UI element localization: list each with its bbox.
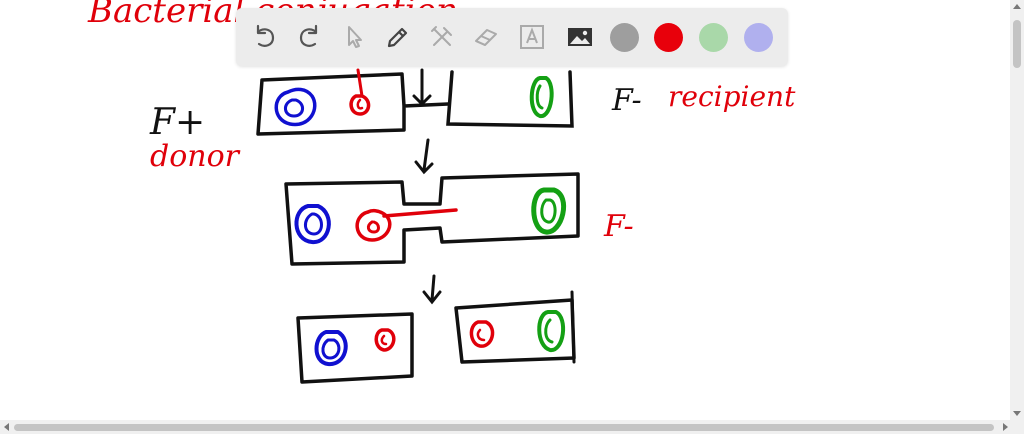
pencil-icon: [387, 27, 408, 48]
image-icon: [568, 28, 592, 46]
pointer-icon: [348, 26, 362, 48]
select-button[interactable]: [336, 19, 372, 55]
color-swatch-gray[interactable]: [610, 23, 639, 52]
text-icon: [520, 25, 544, 49]
arrow-down-3: [422, 274, 442, 305]
vertical-scroll-thumb[interactable]: [1013, 20, 1021, 68]
donor-cell-bottom: [296, 312, 414, 384]
label-donor: donor: [150, 139, 241, 174]
undo-button[interactable]: [246, 19, 282, 55]
redo-button[interactable]: [292, 19, 328, 55]
redo-icon: [299, 24, 318, 47]
label-recipient: recipient: [668, 80, 796, 113]
arrow-down-2: [414, 138, 434, 175]
donor-cell-top: [256, 68, 450, 136]
recipient-cell-bottom: [454, 290, 576, 364]
horizontal-scroll-thumb[interactable]: [14, 424, 994, 431]
conjugation-pair-middle: [284, 172, 580, 266]
eraser-icon: [475, 29, 497, 46]
label-f-minus-top: F-: [611, 83, 642, 118]
color-swatch-red[interactable]: [654, 23, 683, 52]
scroll-left-arrow-icon[interactable]: [2, 422, 12, 432]
vertical-scrollbar[interactable]: [1010, 0, 1024, 420]
arrow-down-1: [412, 68, 432, 107]
drawing-canvas[interactable]: Bacterial conjugation F+ donor F- recipi…: [0, 0, 1010, 420]
scroll-up-arrow-icon[interactable]: [1012, 2, 1022, 12]
pen-button[interactable]: [380, 19, 416, 55]
color-swatch-lavender[interactable]: [744, 23, 773, 52]
scroll-down-arrow-icon[interactable]: [1012, 408, 1022, 418]
undo-icon: [256, 24, 275, 47]
drawing-toolbar: [236, 8, 788, 66]
tools-icon: [431, 26, 452, 46]
label-f-minus-mid: F-: [603, 209, 634, 244]
image-button[interactable]: [562, 19, 598, 55]
color-swatch-green[interactable]: [699, 23, 728, 52]
recipient-cell-top: [446, 70, 574, 128]
tools-button[interactable]: [424, 19, 460, 55]
text-button[interactable]: [514, 19, 550, 55]
label-f-plus: F+: [149, 102, 205, 143]
eraser-button[interactable]: [468, 19, 504, 55]
scroll-right-arrow-icon[interactable]: [1000, 422, 1010, 432]
